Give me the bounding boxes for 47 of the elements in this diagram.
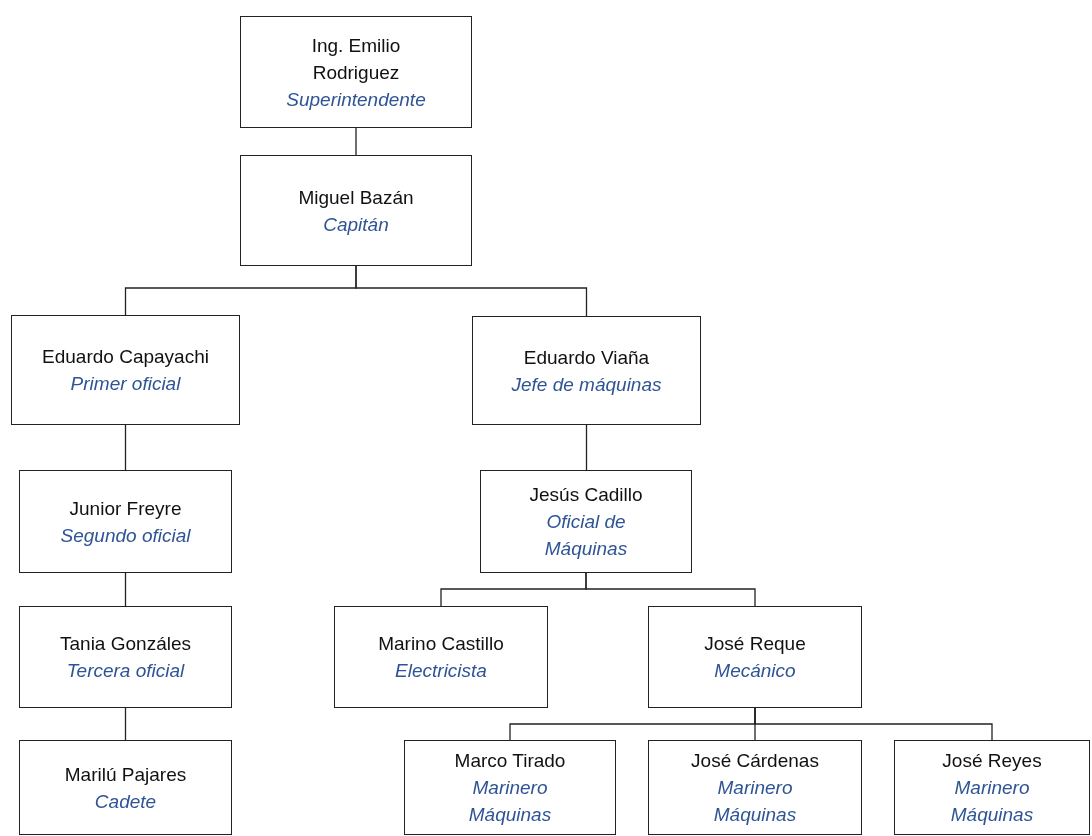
person-box: [240, 155, 472, 266]
job-title: Cadete: [94, 789, 157, 814]
job-title: Tercera oficial: [66, 659, 185, 683]
person-box: [648, 606, 862, 708]
job-title: Marinero Máquinas: [467, 776, 553, 827]
job-title: Marinero Máquinas: [712, 776, 798, 827]
person-box: [19, 740, 232, 835]
person-box: [404, 740, 616, 835]
job-title: Superintendente: [286, 87, 426, 112]
person-name: Jesús Cadillo: [529, 483, 643, 507]
connector-line: [355, 265, 588, 317]
person-box: [19, 470, 232, 573]
connector-line: [585, 424, 588, 471]
person-box: [240, 16, 472, 128]
person-name: Marilú Pajares: [64, 762, 187, 787]
person-name: Miguel Bazán: [298, 185, 414, 210]
job-title: Marinero Máquinas: [949, 776, 1035, 827]
person-name: Marco Tirado: [454, 749, 566, 773]
person-name: Junior Freyre: [69, 496, 182, 521]
person-box: [894, 740, 1090, 835]
connector-line: [585, 572, 756, 607]
connector-line: [124, 424, 127, 471]
person-name: José Reque: [704, 632, 806, 656]
person-box: [11, 315, 240, 425]
job-title: Mecánico: [714, 659, 796, 683]
connector-line: [754, 707, 993, 741]
job-title: Electricista: [395, 659, 487, 683]
person-name: Eduardo Capayachi: [42, 345, 209, 369]
person-box: [472, 316, 701, 425]
job-title: Segundo oficial: [60, 523, 191, 548]
person-name: Eduardo Viaña: [523, 345, 650, 370]
person-name: José Cárdenas: [691, 749, 819, 773]
person-name: Marino Castillo: [378, 632, 504, 656]
job-title: Jefe de máquinas: [511, 372, 662, 397]
connector-line: [124, 707, 127, 741]
person-box: [19, 606, 232, 708]
job-title: Capitán: [323, 212, 389, 237]
person-box: [334, 606, 548, 708]
person-name: Ing. Emilio Rodriguez: [310, 33, 402, 85]
connector-line: [355, 127, 357, 156]
person-box: [648, 740, 862, 835]
connector-line: [124, 572, 127, 607]
job-title: Oficial de Máquinas: [543, 510, 629, 561]
person-name: Tania Gonzáles: [60, 632, 191, 656]
job-title: Primer oficial: [70, 372, 181, 396]
person-box: [480, 470, 692, 573]
person-name: José Reyes: [942, 749, 1042, 773]
